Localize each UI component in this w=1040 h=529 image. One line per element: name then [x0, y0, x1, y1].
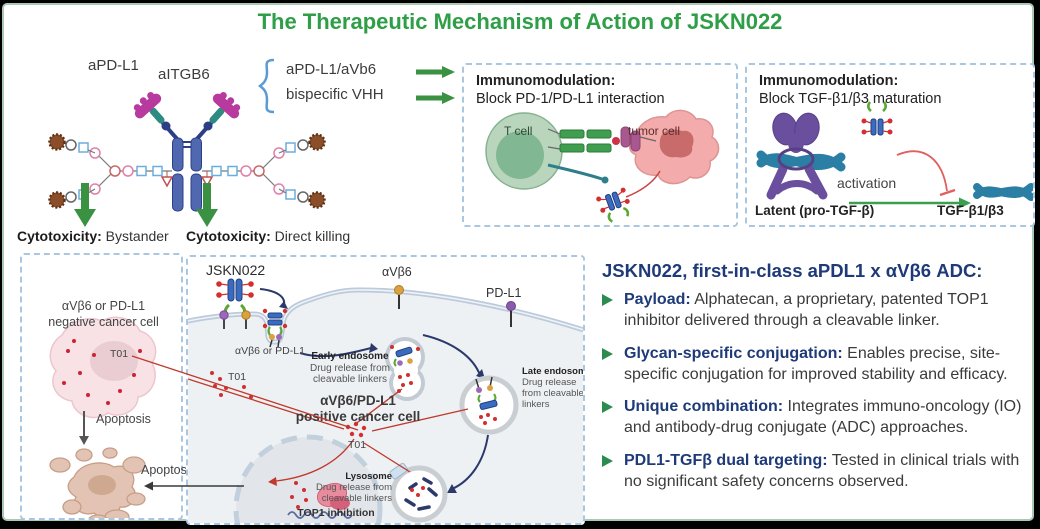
- avb6-label: αVβ6: [382, 265, 412, 279]
- jskn022-label: JSKN022: [206, 262, 266, 278]
- nucleus-membrane: [233, 434, 383, 523]
- immunomodulation-pd1-box: Immunomodulation: Block PD-1/PD-L1 inter…: [462, 63, 738, 227]
- immunomodulation-tgf-box: Immunomodulation: Block TGF-β1/β3 matura…: [745, 63, 1035, 227]
- lysosome-label: Lysosome Drug release from cleavable lin…: [315, 471, 392, 504]
- t01-label-negative: T01: [110, 348, 129, 360]
- bullet-triangle-icon: [602, 454, 613, 467]
- adc-antibody-icon: [596, 187, 630, 223]
- t-cell-label: T cell: [504, 124, 533, 138]
- dna-strand: [287, 511, 353, 519]
- early-endosome-label: Early endosome Drug release from cleavab…: [309, 351, 391, 385]
- pd1-box-heading: Immunomodulation: Block PD-1/PD-L1 inter…: [476, 73, 665, 108]
- apoptosis-left-label: Apoptosis: [141, 463, 196, 477]
- latent-tgf-label: Latent (pro-TGF-β): [755, 203, 875, 218]
- jskn022-adc-icon: [216, 278, 254, 329]
- brace-label-line1: aPD-L1/aVb6: [286, 61, 377, 78]
- curly-brace-icon: [258, 58, 275, 114]
- apoptosis-down-label: Apoptosis: [96, 412, 151, 426]
- adc-binding-pit-icon: [262, 308, 288, 348]
- bullet-payload: Payload: Alphatecan, a proprietary, pate…: [602, 290, 1038, 332]
- negative-cell-graphic: [49, 316, 157, 518]
- negative-cell-label: αVβ6 or PD-L1 negative cancer cell: [48, 299, 159, 329]
- down-arrow-direct: [196, 183, 218, 227]
- label-apdl1-domain: aPD-L1: [88, 57, 139, 74]
- positive-cell-label: αVβ6/PD-L1 positive cancer cell: [295, 393, 421, 425]
- latent-complex-shape: [766, 112, 828, 200]
- tgf-box-heading: Immunomodulation: Block TGF-β1/β3 matura…: [759, 73, 942, 108]
- positive-cell-graphic: [188, 278, 583, 523]
- avb6-receptor-pin: [394, 285, 404, 309]
- late-endosome-label: Late endosome Drug release from cleavabl…: [522, 366, 585, 410]
- mature-tgf-label: TGF-β1/β3: [937, 203, 1004, 218]
- bullet-triangle-icon: [602, 347, 613, 360]
- activation-label: activation: [837, 175, 897, 191]
- bispecific-antibody-graphic: [48, 50, 326, 227]
- summary-heading: JSKN022, first-in-class aPDL1 x αVβ6 ADC…: [602, 260, 983, 281]
- top1-inhibition-label: TOP1 inhibition: [297, 507, 375, 519]
- right-arrow-icon: [416, 66, 455, 78]
- down-arrow-bystander: [74, 183, 96, 227]
- pit-receptor-label: αVβ6 or PD-L1: [235, 345, 305, 357]
- page-title: The Therapeutic Mechanism of Action of J…: [257, 9, 783, 34]
- pdl1-label: PD-L1: [486, 286, 522, 300]
- brace-and-arrows-graphic: [258, 58, 455, 114]
- cytotoxicity-bystander-label: Cytotoxicity: Bystander: [17, 228, 169, 244]
- t01-upper-label: T01: [228, 371, 247, 383]
- tgf-maturation-graphic: [756, 101, 1033, 209]
- pd1-blocking-graphic: [485, 109, 720, 223]
- cytotoxicity-direct-label: Cytotoxicity: Direct killing: [186, 228, 351, 244]
- right-arrow-icon: [416, 92, 455, 104]
- label-aitgb6-domain: aITGB6: [158, 66, 210, 83]
- brace-label-line2: bispecific VHH: [286, 86, 384, 103]
- late-endosome-shape: [459, 375, 519, 435]
- inhibition-arc: [896, 150, 948, 192]
- positive-cell-box: JSKN022 αVβ6 PD-L1 αVβ6 or PD-L1 T01 Ear…: [186, 255, 585, 525]
- summary-panel: JSKN022, first-in-class aPDL1 x αVβ6 ADC…: [602, 260, 1038, 505]
- glycan-chain: [48, 133, 174, 209]
- tumor-cell-label: tumor cell: [628, 124, 681, 138]
- adc-antibody-icon: [861, 101, 893, 136]
- pdl1-receptor-pin: [506, 301, 516, 327]
- t01-center-label: T01: [348, 439, 367, 451]
- bullet-glycan: Glycan-specific conjugation: Enables pre…: [602, 344, 1038, 386]
- bullet-triangle-icon: [602, 294, 613, 307]
- bullet-combination: Unique combination: Integrates immuno-on…: [602, 397, 1038, 439]
- bullet-triangle-icon: [602, 401, 613, 414]
- bullet-dual-targeting: PDL1-TGFβ dual targeting: Tested in clin…: [602, 451, 1038, 493]
- negative-cell-box: αVβ6 or PD-L1 negative cancer cell T01 A…: [20, 253, 183, 520]
